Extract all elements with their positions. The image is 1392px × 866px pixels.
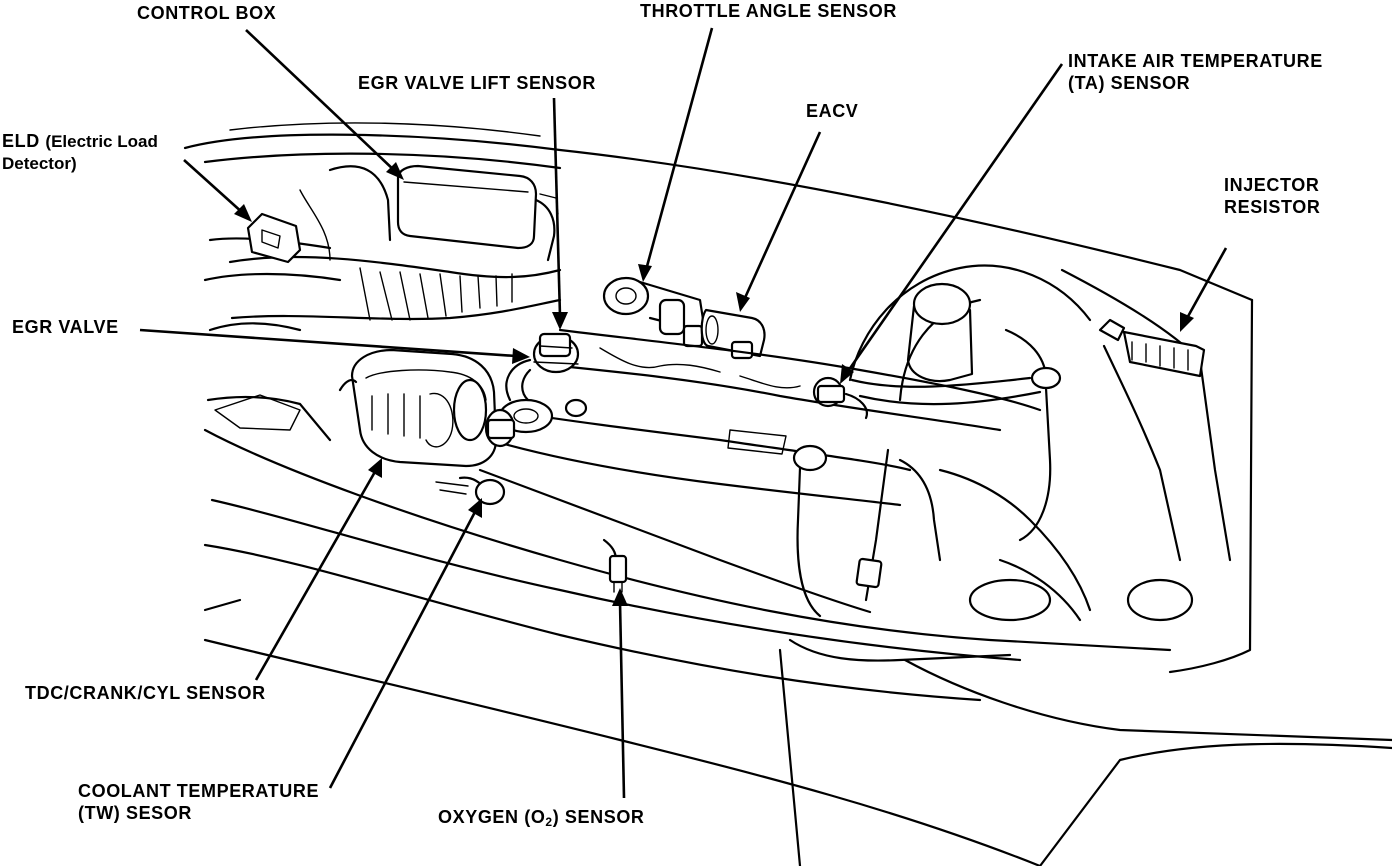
leader-coolant	[328, 509, 478, 789]
label-control-box: CONTROL BOX	[137, 3, 277, 23]
leader-control-box	[245, 29, 397, 173]
label-oxygen-suffix: ) SENSOR	[552, 807, 645, 827]
label-injector-resistor: INJECTOR RESISTOR	[1224, 174, 1321, 218]
arrow-eld	[234, 204, 252, 222]
label-eld: ELD (Electric Load Detector)	[2, 130, 158, 175]
arrow-tdc	[368, 458, 382, 478]
coolant-temp-sensor	[435, 408, 516, 506]
label-coolant-temp-sensor: COOLANT TEMPERATURE (TW) SESOR	[78, 780, 319, 824]
arrow-coolant	[468, 498, 482, 518]
leader-intake-air	[844, 63, 1064, 375]
control-box-component	[396, 164, 559, 262]
label-coolant-line2: (TW) SESOR	[78, 803, 192, 823]
label-egr-valve-lift-sensor: EGR VALVE LIFT SENSOR	[358, 73, 596, 93]
label-oxygen-sensor: OXYGEN (O2) SENSOR	[438, 806, 645, 833]
arrow-injector	[1180, 312, 1194, 332]
label-eacv: EACV	[806, 101, 859, 121]
leader-oxygen	[618, 601, 626, 799]
leader-injector	[1184, 247, 1228, 321]
leader-egr-valve	[139, 328, 517, 358]
egr-valve-assembly	[521, 332, 580, 402]
label-eld-abbr: ELD	[2, 131, 40, 151]
label-eld-line1-rest: (Electric Load	[45, 132, 158, 151]
label-eld-line2: Detector)	[2, 154, 77, 173]
intake-air-temp-sensor	[812, 376, 868, 420]
arrow-oxygen	[612, 588, 628, 606]
engine-bay-outline	[183, 122, 1392, 866]
arrow-intake-air	[840, 364, 854, 384]
label-coolant-line1: COOLANT TEMPERATURE	[78, 781, 320, 801]
label-tdc-crank-cyl-sensor: TDC/CRANK/CYL SENSOR	[25, 683, 266, 703]
arrow-egr-valve	[512, 348, 530, 364]
leader-egr-lift	[552, 97, 562, 317]
label-oxygen-sub: 2	[545, 815, 553, 829]
arrow-throttle	[638, 264, 652, 282]
engine-block	[478, 328, 1042, 618]
label-egr-valve: EGR VALVE	[12, 317, 119, 337]
label-intake-air-temp-sensor: INTAKE AIR TEMPERATURE (TA) SENSOR	[1068, 50, 1323, 94]
oxygen-sensor	[602, 538, 628, 593]
leader-throttle	[644, 27, 714, 271]
eld-component	[246, 212, 302, 264]
arrow-eacv	[736, 292, 750, 312]
leader-eacv	[742, 131, 822, 301]
label-oxygen-prefix: OXYGEN (O	[438, 807, 546, 827]
distributor	[338, 348, 498, 468]
label-injector-line2: RESISTOR	[1224, 197, 1321, 217]
label-throttle-angle-sensor: THROTTLE ANGLE SENSOR	[640, 1, 897, 21]
arrow-control-box	[386, 162, 404, 180]
leader-tdc	[254, 469, 378, 681]
leader-lines	[139, 27, 1228, 799]
leader-eld	[183, 159, 245, 215]
label-intake-air-temp-line2: (TA) SENSOR	[1068, 73, 1191, 93]
throttle-body-assembly	[602, 276, 766, 360]
label-intake-air-temp-line1: INTAKE AIR TEMPERATURE	[1068, 51, 1323, 71]
label-injector-line1: INJECTOR	[1224, 175, 1320, 195]
arrow-egr-lift	[552, 312, 568, 330]
right-side-components	[848, 264, 1206, 622]
